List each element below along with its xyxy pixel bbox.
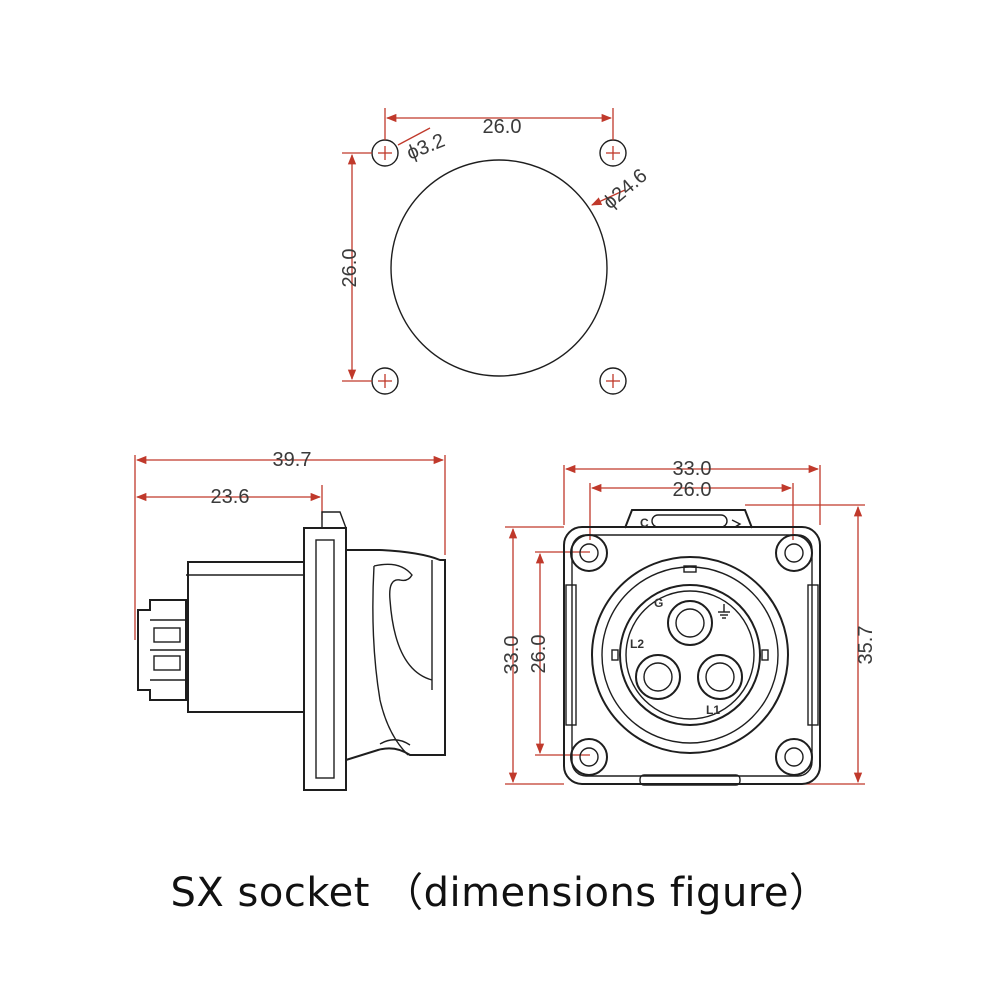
pin-l1 <box>697 654 743 700</box>
front-flange-height-label: 33.0 <box>501 636 523 675</box>
front-hole-pitch-h-label: 26.0 <box>673 479 712 501</box>
pin-l2 <box>635 654 681 700</box>
top-tab-mark-left: C <box>640 516 649 530</box>
figure-caption: SX socket （dimensions figure） <box>170 870 830 916</box>
front-flange-width-label: 33.0 <box>673 458 712 480</box>
side-view: 39.7 23.6 <box>134 449 446 791</box>
front-mounting-hole-tl <box>570 534 608 572</box>
pin-earth <box>667 600 713 646</box>
panel-cutout-view: 26.0 26.0 ϕ3.2 ϕ24.6 <box>339 108 652 395</box>
cutout-hole-pitch-v-label: 26.0 <box>339 249 361 288</box>
cutout-hole-pitch-h-label: 26.0 <box>483 116 522 138</box>
side-rear-length-label: 23.6 <box>211 486 250 508</box>
side-overall-length-label: 39.7 <box>273 449 312 471</box>
mounting-hole-bl <box>371 367 399 395</box>
front-mounting-hole-bl <box>570 738 608 776</box>
mounting-hole-tl <box>371 139 399 167</box>
center-cutout-circle <box>390 159 608 377</box>
pin-l1-label: L1 <box>706 703 720 717</box>
cutout-center-diameter-label: ϕ24.6 <box>599 165 652 214</box>
mounting-hole-br <box>599 367 627 395</box>
front-view: 33.0 26.0 33.0 26.0 35.7 C <box>501 458 877 786</box>
cutout-hole-diameter-label: ϕ3.2 <box>404 130 448 165</box>
earth-symbol-icon <box>718 604 730 619</box>
mounting-hole-tr <box>599 139 627 167</box>
front-mounting-hole-br <box>775 738 813 776</box>
front-overall-height-label: 35.7 <box>855 626 877 665</box>
front-mounting-hole-tr <box>775 534 813 572</box>
pin-earth-mark: G <box>654 596 663 610</box>
front-hole-pitch-v-label: 26.0 <box>528 635 550 674</box>
pin-l2-label: L2 <box>630 637 644 651</box>
